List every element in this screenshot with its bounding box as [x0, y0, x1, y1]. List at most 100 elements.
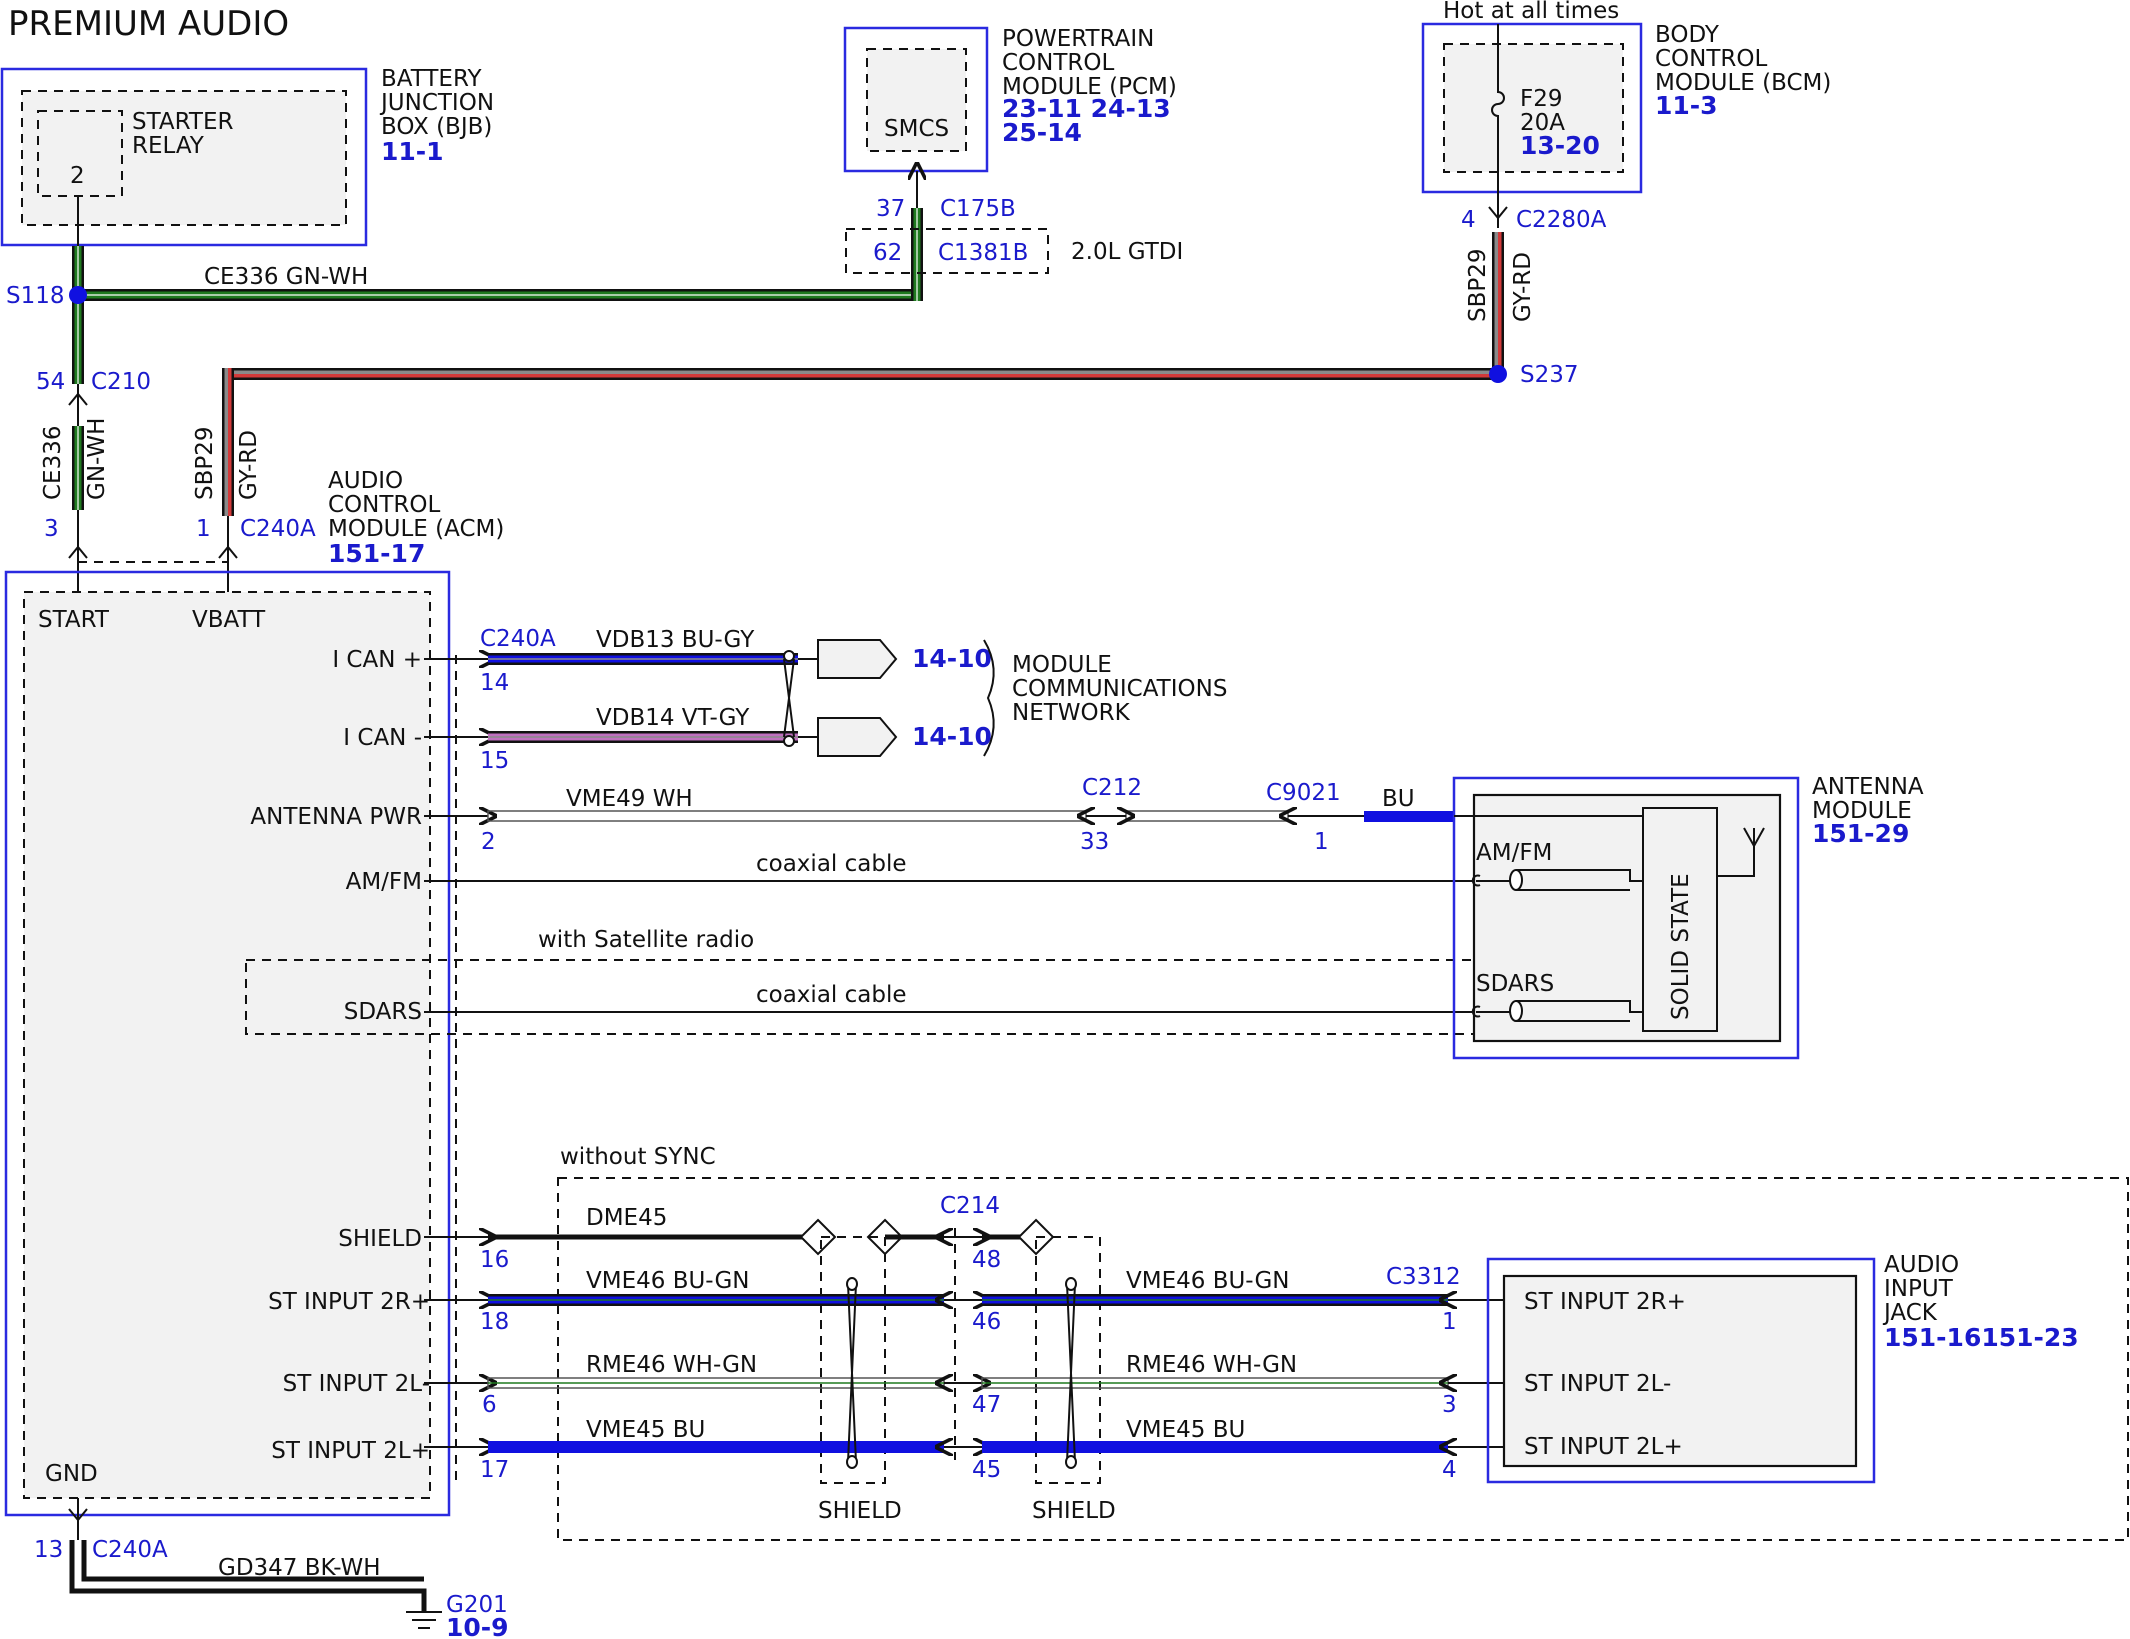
starter-relay-label-1: STARTER — [132, 109, 233, 135]
c175b-label: C175B — [940, 196, 1016, 222]
wire-vme45-left — [488, 1441, 944, 1453]
acm-pin-ican-plus: I CAN + — [332, 647, 422, 673]
shield-label-right: SHIELD — [1032, 1498, 1116, 1524]
pin-48: 48 — [972, 1247, 1001, 1273]
jack-ref: 151-16151-23 — [1884, 1323, 2079, 1352]
starter-relay-label-2: RELAY — [132, 133, 205, 159]
option-satellite-box — [245, 959, 1627, 1035]
bjb-inner — [21, 90, 347, 226]
bcm-name-2: CONTROL — [1655, 46, 1768, 72]
wire-vdb13-label: VDB13 BU-GY — [596, 627, 755, 653]
jack-pin-label-3: ST INPUT 2L+ — [1524, 1434, 1683, 1460]
jack-name-3: JACK — [1882, 1300, 1938, 1326]
pcm-name-1: POWERTRAIN — [1002, 26, 1154, 52]
pin-17: 17 — [480, 1457, 509, 1483]
option-sync-box — [557, 1177, 2129, 1541]
wire-gd347 — [69, 1540, 427, 1612]
jack-pin-1: 1 — [1442, 1309, 1457, 1335]
acm-ref: 151-17 — [328, 539, 425, 568]
jack-name-1: AUDIO — [1884, 1252, 1959, 1278]
gtdi-connector-box — [845, 228, 1049, 274]
can-twist-end-top — [783, 650, 795, 662]
acm-pin-st2lm: ST INPUT 2L- — [283, 1371, 430, 1397]
acm-inner — [23, 591, 431, 1499]
bcm-ref: 11-3 — [1655, 91, 1718, 120]
wire-vme46-right-label: VME46 BU-GN — [1126, 1268, 1289, 1294]
jack-outline — [1486, 1257, 1876, 1484]
starter-relay-pin: 2 — [70, 163, 85, 189]
shield-box-left — [820, 1236, 886, 1484]
shield-twist-right-icon — [1066, 1283, 1076, 1463]
acm-pin-sdars: SDARS — [344, 999, 422, 1025]
pin-16: 16 — [480, 1247, 509, 1273]
wire-vme45-right — [982, 1441, 1448, 1453]
acm-pin-st2lp: ST INPUT 2L+ — [271, 1438, 430, 1464]
wire-vdb14 — [488, 731, 798, 743]
pcm-name-3: MODULE (PCM) — [1002, 74, 1177, 100]
hot-at-all-times: Hot at all times — [1443, 0, 1619, 24]
wire-ce336-horizontal — [78, 208, 923, 301]
diagram-title: PREMIUM AUDIO — [8, 4, 289, 44]
c240a-can-label: C240A — [480, 626, 556, 652]
acm-name-2: CONTROL — [328, 492, 441, 518]
acm-pin-antenna-pwr: ANTENNA PWR — [250, 804, 422, 830]
acm-pin-shield: SHIELD — [338, 1226, 422, 1252]
wire-gd347-label: GD347 BK-WH — [218, 1555, 381, 1581]
c210-label: C210 — [91, 369, 151, 395]
wire-gyrd-label-right: GY-RD — [1510, 252, 1536, 322]
powertrain-control-module: SMCS POWERTRAIN CONTROL MODULE (PCM) 23-… — [843, 26, 1177, 173]
wire-vme46-left — [488, 1294, 944, 1306]
pcm-inner — [866, 48, 967, 152]
fuse-f29-icon — [1491, 24, 1505, 192]
c1381b-label: C1381B — [938, 240, 1028, 266]
body-control-module: Hot at all times F29 20A 13-20 BODY CONT… — [1421, 0, 1831, 194]
acm-pin-st2rp: ST INPUT 2R+ — [268, 1289, 430, 1315]
wire-bu-antenna — [1364, 811, 1454, 822]
shield-twist-right-bottom — [1065, 1455, 1077, 1469]
can-plus-flag-icon — [817, 639, 898, 679]
c212-label: C212 — [1082, 775, 1142, 801]
g201-label: G201 — [446, 1592, 508, 1618]
c2280a-pin: 4 — [1461, 207, 1476, 233]
antenna-module: SOLID STATE AM/FM SDARS ANTENNA MODULE 1… — [1452, 774, 1924, 1060]
pin-18: 18 — [480, 1309, 509, 1335]
network-label-1: MODULE — [1012, 652, 1112, 678]
bjb-name-1: BATTERY — [381, 66, 482, 92]
wire-vme49 — [487, 810, 1289, 822]
pcm-name-2: CONTROL — [1002, 50, 1115, 76]
wire-vme45-left-label: VME45 BU — [586, 1417, 705, 1443]
c210-arrow — [68, 392, 88, 406]
jack-inner — [1502, 1274, 1858, 1468]
acm-pin-amfm: AM/FM — [346, 869, 422, 895]
wire-gyrd-label-left: GY-RD — [236, 430, 262, 500]
splice-s237 — [1489, 365, 1507, 383]
bjb-name-2: JUNCTION — [379, 90, 494, 116]
coax-sdars-label: coaxial cable — [756, 982, 907, 1008]
acm-pin-ican-minus: I CAN - — [343, 725, 422, 751]
wire-vme46-right — [982, 1294, 1448, 1306]
pin-15: 15 — [480, 748, 509, 774]
pin-46: 46 — [972, 1309, 1001, 1335]
shield-box-right — [1035, 1236, 1101, 1484]
pin-14: 14 — [480, 670, 509, 696]
c240a-gnd-arrow — [68, 1508, 88, 1522]
acm-pin-gnd: GND — [45, 1461, 98, 1487]
network-label-2: COMMUNICATIONS — [1012, 676, 1227, 702]
jack-pin-label-1: ST INPUT 2R+ — [1524, 1289, 1686, 1315]
audio-control-module: AUDIO CONTROL MODULE (ACM) 151-17 START … — [4, 468, 504, 1517]
shield-label-left: SHIELD — [818, 1498, 902, 1524]
pin-33: 33 — [1080, 829, 1109, 855]
pcm-ref-1: 23-11 24-13 — [1002, 94, 1171, 123]
solid-state-box — [1642, 807, 1718, 1032]
c240a-top-label: C240A — [240, 516, 316, 542]
bcm-inner — [1443, 43, 1624, 173]
acm-pin-start: START — [38, 607, 110, 633]
bjb-name-3: BOX (BJB) — [381, 114, 492, 140]
wire-vme49-label: VME49 WH — [566, 786, 693, 812]
wire-bu-label: BU — [1382, 786, 1415, 812]
wire-vdb14-label: VDB14 VT-GY — [596, 705, 750, 731]
can-twist-icon — [783, 658, 795, 738]
pin-45: 45 — [972, 1457, 1001, 1483]
sdars-coax-shield — [1471, 1000, 1643, 1022]
